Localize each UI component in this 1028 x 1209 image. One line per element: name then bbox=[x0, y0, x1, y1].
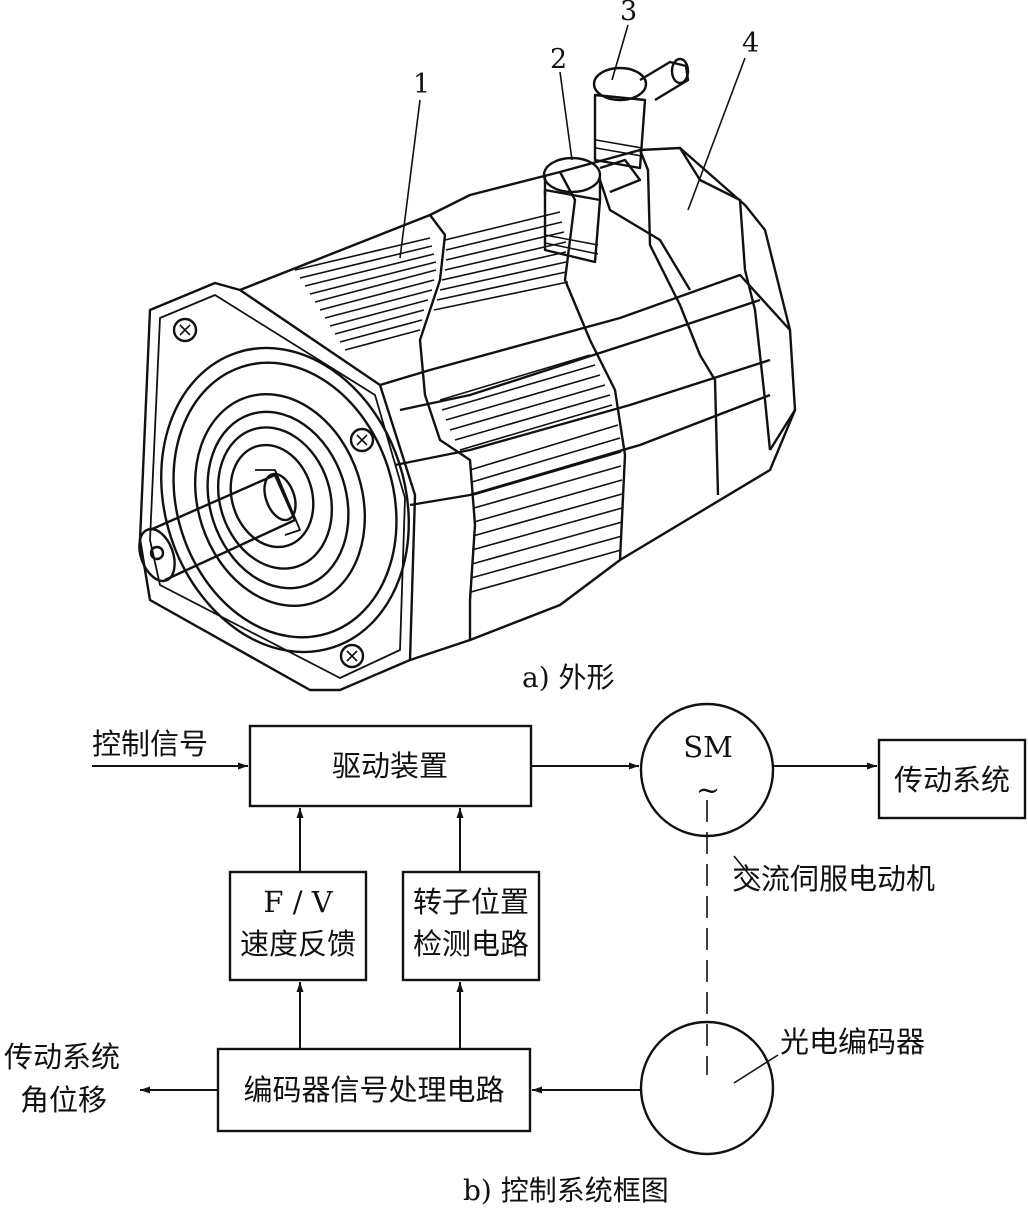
callout-4: 4 bbox=[742, 28, 759, 59]
rotor-block bbox=[401, 870, 541, 982]
fv-block bbox=[228, 870, 368, 982]
encoder-proc-label: 编码器信号处理电路 bbox=[243, 1073, 504, 1107]
caption-a: a) 外形 bbox=[522, 661, 615, 694]
callout-1: 1 bbox=[413, 69, 430, 100]
fv-label-1: F / V bbox=[263, 885, 333, 919]
motor-label: 交流伺服电动机 bbox=[732, 862, 935, 896]
motor-tilde: ~ bbox=[696, 773, 720, 807]
rotor-label-2: 检测电路 bbox=[413, 927, 529, 961]
caption-b: b) 控制系统框图 bbox=[463, 1174, 669, 1207]
output-label-1: 传动系统 bbox=[4, 1040, 120, 1074]
output-label-2: 角位移 bbox=[20, 1083, 107, 1117]
transmission-block bbox=[877, 738, 1027, 820]
arrows bbox=[92, 762, 877, 1094]
rotor-label-1: 转子位置 bbox=[413, 885, 529, 919]
drive-label: 驱动装置 bbox=[332, 749, 448, 783]
encoder-circle bbox=[639, 1020, 775, 1156]
callout-3: 3 bbox=[620, 0, 637, 27]
transmission-label: 传动系统 bbox=[894, 763, 1010, 797]
motor-drawing bbox=[138, 57, 797, 692]
encoder-label: 光电编码器 bbox=[780, 1025, 925, 1059]
fv-label-2: 速度反馈 bbox=[240, 927, 356, 961]
input-label: 控制信号 bbox=[92, 727, 208, 761]
callout-2: 2 bbox=[550, 44, 567, 75]
motor-symbol: SM bbox=[683, 730, 733, 764]
callout-leaders bbox=[399, 24, 746, 259]
